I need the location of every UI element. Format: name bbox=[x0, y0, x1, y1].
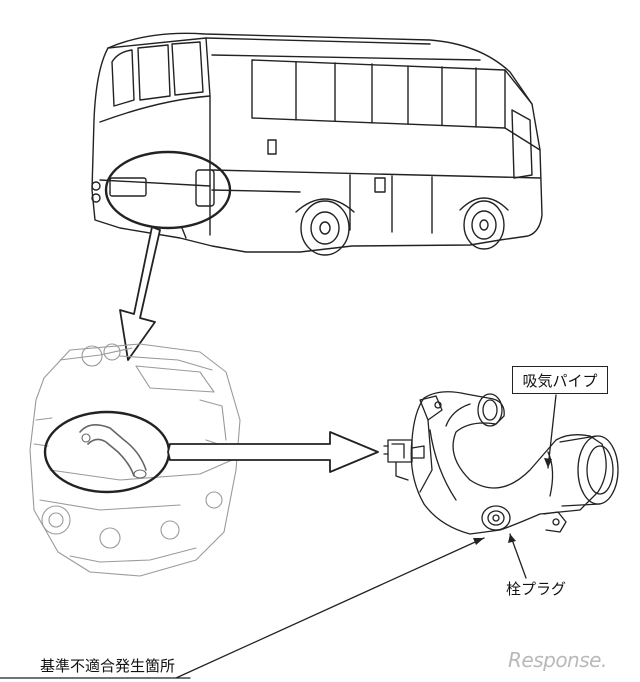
leader-intake-pipe bbox=[547, 394, 557, 469]
bus-engine-highlight bbox=[104, 150, 232, 230]
engine-pipe-highlight bbox=[43, 410, 171, 494]
arrow-bus-to-engine bbox=[119, 226, 161, 361]
front-wheel bbox=[459, 197, 509, 250]
intake-pipe-label: 吸気パイプ bbox=[522, 371, 598, 390]
arrow-engine-to-pipe bbox=[167, 431, 379, 473]
plug-label: 栓プラグ bbox=[506, 580, 567, 598]
leader-nonconforming bbox=[175, 537, 485, 679]
response-watermark: Response. bbox=[508, 648, 607, 672]
rear-wheel bbox=[295, 198, 355, 256]
intake-pipe-illustration bbox=[383, 391, 619, 535]
nonconforming-location-label: 基準不適合発生箇所 bbox=[40, 657, 176, 675]
bus-illustration bbox=[91, 32, 543, 256]
intake-pipe-label-box: 吸気パイプ bbox=[512, 366, 608, 394]
engine-illustration bbox=[29, 343, 241, 577]
plug-illustration bbox=[481, 505, 511, 531]
